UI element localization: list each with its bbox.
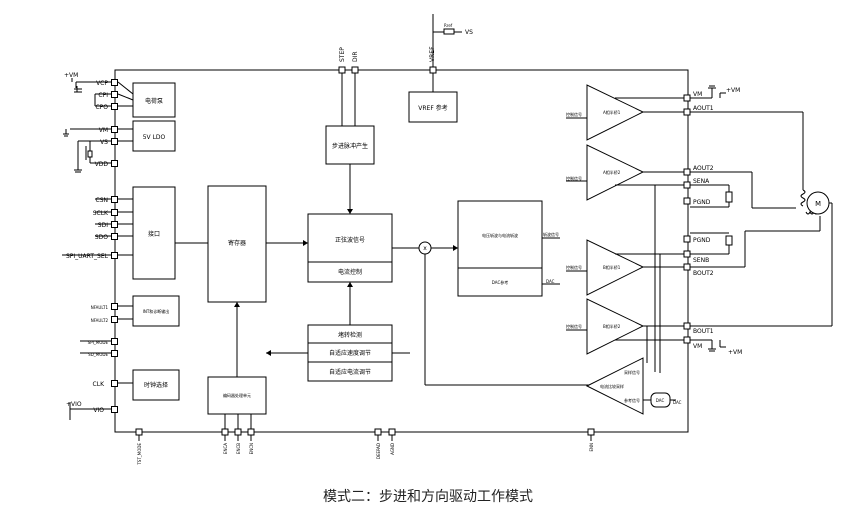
ref-signal-label: 参考信号 (624, 397, 640, 403)
pin-dir: DIR (352, 51, 359, 62)
pin-vio: VIO (93, 407, 104, 414)
int-diag-block (132, 295, 180, 327)
motor-wiring (690, 111, 833, 327)
ldo-label: 5V LDO (143, 134, 166, 141)
chop-label: 电压斩波与电流斩波 (482, 232, 518, 238)
right-pins (683, 94, 691, 344)
pin-vcp: VCP (96, 80, 108, 87)
dac-ref-label: DAC参考 (492, 279, 508, 285)
pin-vm-left: VM (99, 127, 108, 134)
pin-bout1: BOUT1 (693, 328, 714, 335)
pin-csn: CSN (96, 197, 109, 204)
pin-vs: VS (100, 139, 108, 146)
stall-detect-label: 堵转检测 (338, 331, 362, 339)
charge-pump-label: 电荷泵 (145, 97, 163, 105)
dac-out-label: DAC (546, 279, 555, 284)
interface-block (132, 186, 176, 280)
clock-select-label: 时钟选择 (144, 381, 168, 389)
pin-vm-bottom: VM (693, 343, 702, 350)
pin-step: STEP (339, 47, 346, 62)
pin-pgnd-b: PGND (693, 237, 711, 244)
current-compare-label: 电流比较采样 (600, 383, 624, 389)
chop-out-label: 斩波信号 (543, 231, 559, 237)
pin-agnd: AGND (390, 443, 395, 455)
vio-supply: +VIO (66, 401, 82, 408)
b-bridge-1-label: B相半桥1 (603, 264, 621, 270)
pin-cpi: CPI (98, 92, 108, 99)
dac-in-label: DAC (673, 400, 682, 405)
vref-block-label: VREF 参考 (418, 104, 447, 112)
pin-encb: ENCB (236, 443, 241, 454)
pin-spi-uart-sel: SPI_UART_SEL (66, 253, 109, 260)
pin-sdi: SDI (98, 222, 108, 229)
pin-spi-mode: SPI_MODE (88, 340, 109, 345)
sine-signal-block (307, 213, 393, 283)
pin-vm-top: VM (693, 91, 702, 98)
pin-vdd: VDD (95, 161, 109, 168)
pin-pgnd-a: PGND (693, 199, 711, 206)
rref-label: Rref (444, 23, 453, 28)
sine-signal-label: 正弦波信号 (335, 236, 365, 244)
pin-aout2: AOUT2 (693, 165, 714, 172)
multiplier-symbol: x (423, 245, 427, 252)
vm-supply-bottom: +VM (728, 349, 742, 356)
current-control-label: 电流控制 (338, 268, 362, 276)
pin-deepad: DEEPAD (376, 443, 381, 459)
pin-nfault1: NFAULT1 (91, 305, 109, 310)
interface-label: 接口 (148, 230, 160, 238)
pin-enca: ENCA (223, 443, 228, 454)
a2-ctrl-label: 控制信号 (566, 175, 582, 181)
pin-bout2: BOUT2 (693, 270, 714, 277)
pin-sclk: SCLK (93, 210, 109, 217)
pin-tst-mode: TST_MODE (137, 443, 142, 466)
pin-encn: ENCN (249, 443, 254, 454)
pin-sd-mode: SD_MODE (88, 352, 108, 357)
vm-supply-left: +VM (64, 72, 78, 79)
adaptive-current-label: 自适应电流调节 (329, 368, 371, 376)
chop-block (457, 200, 543, 297)
register-label: 寄存器 (228, 239, 246, 247)
adaptive-block (307, 324, 393, 382)
b-bridge-2-label: B相半桥2 (603, 323, 621, 329)
vm-supply-top: +VM (726, 87, 740, 94)
figure-caption: 模式二：步进和方向驱动工作模式 (323, 489, 533, 505)
pin-aout1: AOUT1 (693, 105, 714, 112)
b1-ctrl-label: 控制信号 (566, 264, 582, 270)
a-bridge-1-label: A相半桥1 (603, 109, 621, 115)
adaptive-speed-label: 自适应速度调节 (329, 349, 371, 357)
register-block (207, 185, 267, 303)
pin-sdo: SDO (95, 234, 108, 241)
encoder-label: 编码器处理单元 (223, 392, 251, 398)
dac-small-label: DAC (656, 398, 665, 403)
motor-symbol: M (815, 200, 821, 208)
pin-enn: ENN (589, 443, 594, 452)
left-pins (111, 79, 118, 413)
encoder-block (207, 376, 267, 415)
vref-block (408, 91, 458, 123)
b2-ctrl-label: 控制信号 (566, 323, 582, 329)
clock-select-block (132, 369, 180, 401)
a-bridge-2-label: A相半桥2 (603, 169, 621, 175)
pin-sena: SENA (693, 178, 710, 185)
current-compare (585, 357, 644, 415)
pin-cpo: CPO (95, 104, 108, 111)
a-bridge-2 (586, 144, 645, 201)
ldo-block (132, 120, 176, 152)
a1-ctrl-label: 控制信号 (566, 111, 582, 117)
step-pulse-label: 步进脉冲产生 (332, 142, 368, 150)
vs-top-label: VS (465, 29, 473, 36)
pin-senb: SENB (693, 257, 709, 264)
pin-clk: CLK (93, 381, 106, 388)
pin-nfault2: NFAULT2 (91, 318, 109, 323)
sample-signal-label: 采样信号 (624, 369, 640, 375)
charge-pump-block (132, 82, 176, 118)
int-diag-label: INT和诊断输出 (143, 308, 170, 314)
